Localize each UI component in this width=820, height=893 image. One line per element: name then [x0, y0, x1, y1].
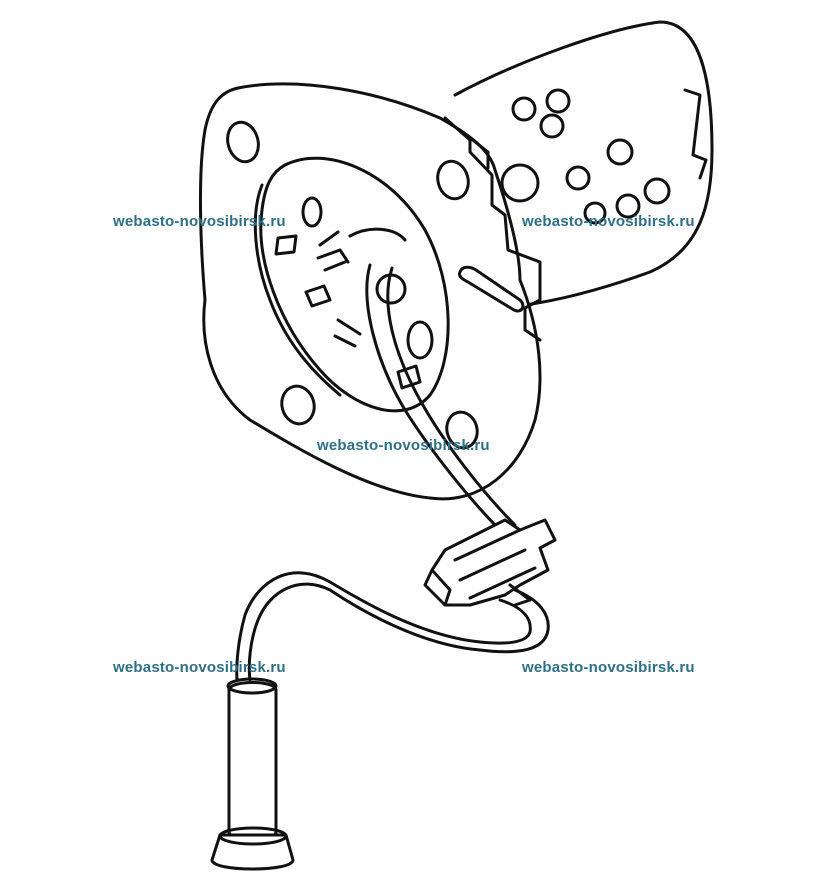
burner-tube: [453, 20, 714, 307]
wire-connector: [423, 518, 557, 607]
watermark-text: webasto-novosibirsk.ru: [522, 213, 695, 230]
watermark-text: webasto-novosibirsk.ru: [113, 213, 286, 230]
glow-plug-wire: [235, 263, 550, 682]
watermark-text: webasto-novosibirsk.ru: [317, 437, 490, 454]
watermark-text: webasto-novosibirsk.ru: [113, 659, 286, 676]
watermark-text: webasto-novosibirsk.ru: [522, 659, 695, 676]
glow-plug-sleeve: [210, 677, 295, 871]
